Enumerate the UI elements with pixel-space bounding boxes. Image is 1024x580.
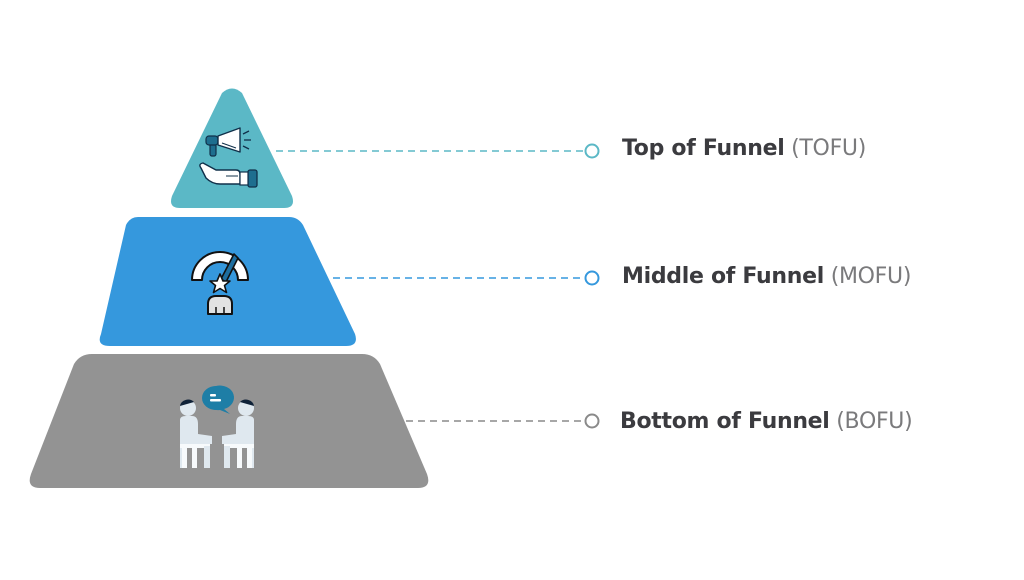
two-people-conversation-icon [180,385,254,468]
bofu-label: Bottom of Funnel (BOFU) [620,409,913,434]
mofu-connector-dot [584,270,600,286]
tofu-level [171,88,600,208]
gauge-star-person-icon [191,251,249,315]
bofu-title: Bottom of Funnel [620,409,830,434]
bofu-connector-dot [584,413,600,429]
bofu-abbreviation: (BOFU) [836,409,913,434]
tofu-abbreviation: (TOFU) [791,136,867,161]
mofu-label: Middle of Funnel (MOFU) [622,266,911,288]
mofu-title: Middle of Funnel [622,264,824,289]
tofu-label: Top of Funnel (TOFU) [622,138,866,160]
tofu-connector-dot [584,143,600,159]
mofu-level [99,217,600,346]
mofu-abbreviation: (MOFU) [830,264,912,289]
bofu-shape [29,354,429,488]
bofu-level [29,354,600,488]
tofu-title: Top of Funnel [622,136,785,161]
megaphone-hand-icon [199,127,258,188]
